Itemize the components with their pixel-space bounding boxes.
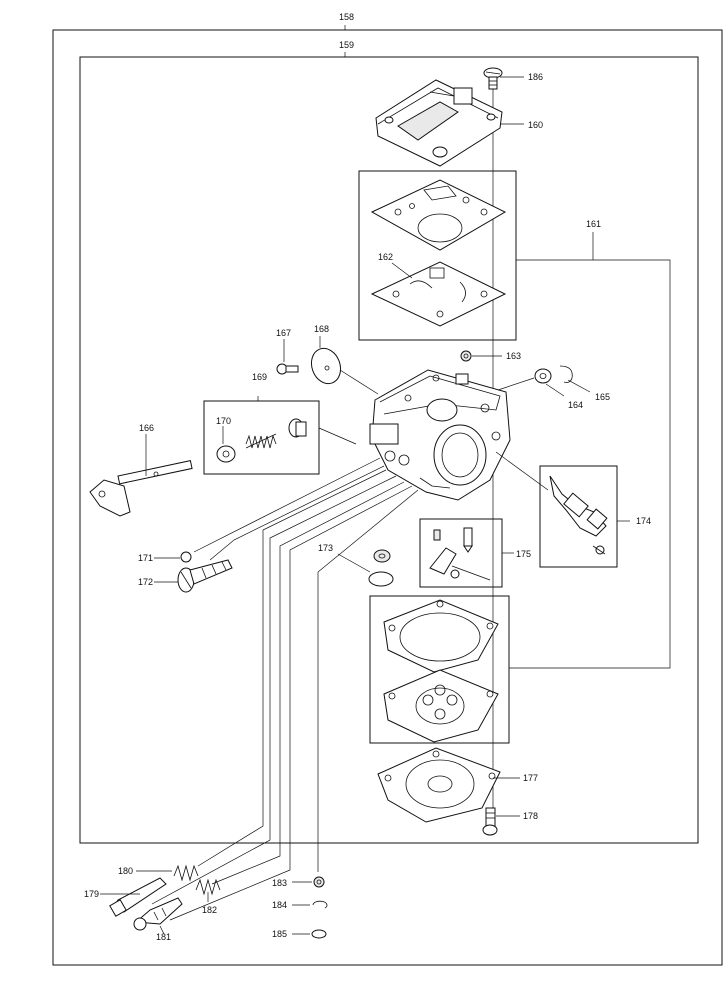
callout-175: 175	[516, 549, 531, 559]
metering-cover-177	[377, 747, 501, 823]
washer-170	[216, 445, 236, 463]
gasket-set-box-lower	[369, 595, 510, 744]
callout-167: 167	[276, 328, 291, 338]
metering-plate	[383, 669, 499, 743]
gasket-set-box-upper	[358, 170, 517, 341]
callout-185: 185	[272, 929, 287, 939]
callout-169: 169	[252, 372, 267, 382]
screen-183	[313, 876, 325, 888]
metering-gasket-lower	[383, 599, 499, 673]
filter-screen-163	[460, 350, 472, 362]
ball-171	[180, 551, 192, 563]
kit-box-175	[419, 518, 503, 588]
spring-182	[195, 878, 221, 896]
callout-182: 182	[202, 905, 217, 915]
callout-170: 170	[216, 416, 231, 426]
kit-box-174	[539, 465, 618, 568]
callout-181: 181	[156, 932, 171, 942]
callout-186: 186	[528, 72, 543, 82]
needle-181	[133, 897, 183, 931]
callout-161: 161	[586, 219, 601, 229]
callout-159: 159	[339, 40, 354, 50]
o-ring-173	[368, 571, 394, 587]
callout-178: 178	[523, 811, 538, 821]
spring-180	[173, 864, 199, 882]
carburetor-body	[369, 369, 511, 501]
callout-172: 172	[138, 577, 153, 587]
callout-165: 165	[595, 392, 610, 402]
throttle-shaft-166	[89, 460, 193, 517]
o-ring-185	[311, 929, 327, 939]
throttle-plate-168	[310, 347, 342, 385]
screen-173	[373, 549, 391, 563]
clip-165	[559, 365, 573, 383]
screw-178	[482, 807, 498, 836]
pump-cover-160	[375, 79, 503, 167]
clip-184	[312, 900, 328, 909]
spring-169	[245, 433, 277, 449]
callout-160: 160	[528, 120, 543, 130]
callout-180: 180	[118, 866, 133, 876]
callout-162: 162	[378, 252, 393, 262]
pump-gasket-upper	[370, 179, 507, 251]
callout-184: 184	[272, 900, 287, 910]
pump-diaphragm-162	[370, 261, 507, 327]
callout-168: 168	[314, 324, 329, 334]
bushing-169	[288, 418, 307, 438]
needle-179	[109, 877, 167, 917]
callout-158: 158	[339, 12, 354, 22]
kit-box-169	[203, 400, 320, 475]
screw-167	[276, 363, 299, 375]
callout-183: 183	[272, 878, 287, 888]
assembly-frame-158	[52, 29, 723, 966]
callout-164: 164	[568, 400, 583, 410]
callout-174: 174	[636, 516, 651, 526]
assembly-frame-159	[79, 56, 699, 844]
fitting-174	[549, 475, 608, 555]
needle-valve-175	[429, 527, 491, 581]
washer-164	[534, 368, 552, 384]
screw-186	[483, 67, 503, 90]
callout-173: 173	[318, 543, 333, 553]
callout-171: 171	[138, 553, 153, 563]
callout-166: 166	[139, 423, 154, 433]
callout-177: 177	[523, 773, 538, 783]
callout-163: 163	[506, 351, 521, 361]
callout-179: 179	[84, 889, 99, 899]
screw-172	[177, 559, 233, 593]
